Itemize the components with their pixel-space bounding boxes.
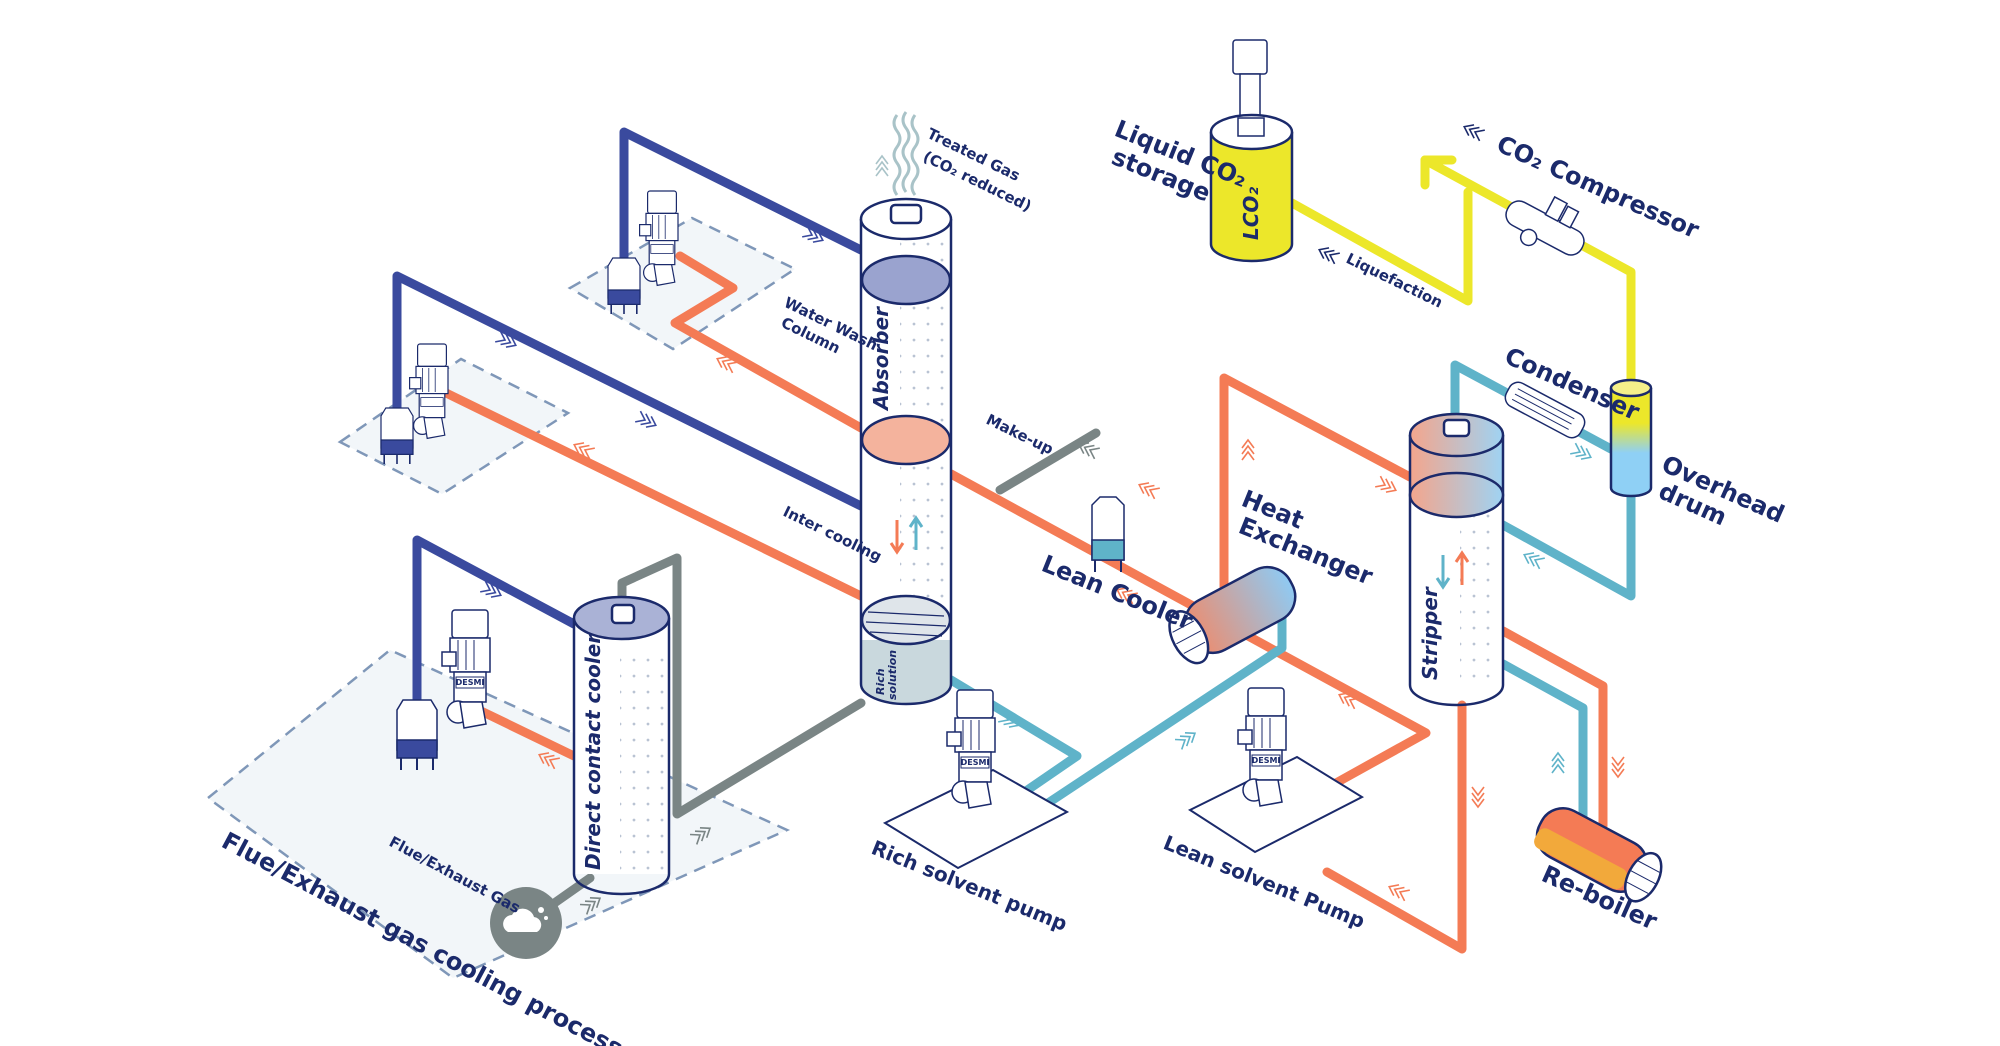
pipe-hx-to-stripper xyxy=(1219,373,1415,605)
absorber-column: Absorber Rich solution xyxy=(859,197,953,706)
flow-direction-chevron-icon xyxy=(480,580,502,598)
pipe-inter-cooling-feed xyxy=(392,271,866,511)
water-wash-pump xyxy=(638,190,679,286)
flow-direction-chevron-icon xyxy=(1611,756,1625,779)
lean-pump-brand-logo: DESMI xyxy=(1252,756,1281,765)
flow-direction-chevron-icon xyxy=(1241,438,1255,461)
flow-direction-chevron-icon xyxy=(635,410,657,428)
stripper-label: Stripper xyxy=(1418,586,1442,680)
lean-solvent-pump xyxy=(1237,687,1287,807)
flow-direction-chevron-icon xyxy=(573,442,595,460)
flow-direction-chevron-icon xyxy=(1078,442,1100,460)
pipe-inter-cooling-return xyxy=(437,386,866,601)
flue-gas-source-icon xyxy=(490,887,562,959)
pipe-dcc-gas-out xyxy=(617,553,866,819)
flow-direction-chevron-icon xyxy=(998,710,1020,728)
pipe-water-wash-feed xyxy=(619,127,866,274)
reboiler xyxy=(1534,807,1663,903)
platform-water-wash xyxy=(567,216,798,351)
heat-exchanger xyxy=(1168,565,1297,665)
flow-direction-chevron-icon xyxy=(1318,247,1340,265)
dcc-pump-brand-logo: DESMI xyxy=(456,678,485,687)
rich-pump-brand-logo: DESMI xyxy=(961,758,990,767)
flow-direction-chevron-icon xyxy=(716,356,738,374)
pipe-dcc-feed xyxy=(412,535,579,710)
flow-direction-chevron-icon xyxy=(579,896,602,915)
pipe-drum-reflux xyxy=(1498,492,1636,601)
direct-contact-cooler-label: Direct contact cooler xyxy=(581,633,605,870)
flow-direction-chevron-icon xyxy=(1116,587,1138,605)
water-wash-section xyxy=(860,254,952,306)
flow-direction-chevron-icon xyxy=(1463,124,1485,142)
flow-direction-chevron-icon xyxy=(1388,884,1410,902)
pipe-dcc-return xyxy=(476,706,579,761)
co2-arrowhead-icon xyxy=(1420,155,1457,190)
pipe-water-wash-return xyxy=(670,251,866,433)
flow-direction-chevron-icon xyxy=(1138,482,1160,500)
platform-flue-gas-cooling xyxy=(205,648,791,980)
flow-direction-chevron-icon xyxy=(875,154,889,177)
pipe-rich-to-hx xyxy=(1025,605,1287,820)
flow-direction-chevron-icon xyxy=(1338,692,1360,710)
lean-cooler xyxy=(1091,496,1125,572)
rich-solution-label-2: solution xyxy=(886,650,899,700)
teal-pipes xyxy=(946,360,1636,825)
flow-direction-chevron-icon xyxy=(1570,442,1592,460)
overhead-drum xyxy=(1609,378,1653,498)
pipe-co2-compression xyxy=(1420,155,1636,387)
flow-direction-chevron-icon xyxy=(1174,731,1197,750)
flow-direction-chevron-icon xyxy=(538,752,560,770)
flow-direction-chevron-icon xyxy=(1471,786,1485,809)
pipe-reboiler-return xyxy=(1498,626,1608,831)
condenser xyxy=(1504,381,1586,439)
stripper-column: Stripper xyxy=(1408,412,1505,707)
flow-direction-chevron-icon xyxy=(802,225,824,243)
flow-direction-chevron-icon xyxy=(495,330,517,348)
dcc-pump xyxy=(441,609,491,729)
navy-pipes xyxy=(392,127,866,710)
packing-section xyxy=(860,594,952,646)
platform-inter-cooling xyxy=(337,357,571,496)
yellow-pipes xyxy=(1287,155,1636,387)
treated-gas-wave-icon xyxy=(892,111,920,196)
lco2-label: LCO₂ xyxy=(1239,187,1263,240)
rich-solution-label: Rich xyxy=(874,668,887,695)
flow-arrows xyxy=(480,124,1625,915)
liquid-co2-storage-tank: LCO₂ xyxy=(1209,39,1294,263)
make-up-label: Make-up xyxy=(983,410,1056,458)
pipe-liquefaction xyxy=(1287,187,1473,306)
inter-cooling-section xyxy=(860,414,952,466)
pipe-reboiler-feed xyxy=(1498,659,1588,825)
absorber-label: Absorber xyxy=(869,306,893,412)
pipe-make-up xyxy=(995,428,1101,495)
flow-direction-chevron-icon xyxy=(1375,475,1397,493)
co2-compressor xyxy=(1505,195,1585,256)
flow-direction-chevron-icon xyxy=(1551,751,1565,774)
pipe-stripper-bottom xyxy=(1322,700,1467,954)
flow-direction-chevron-icon xyxy=(689,826,712,845)
flow-direction-chevron-icon xyxy=(1523,552,1545,570)
rich-solvent-pump xyxy=(946,689,996,809)
direct-contact-cooler: Direct contact cooler xyxy=(572,595,671,896)
